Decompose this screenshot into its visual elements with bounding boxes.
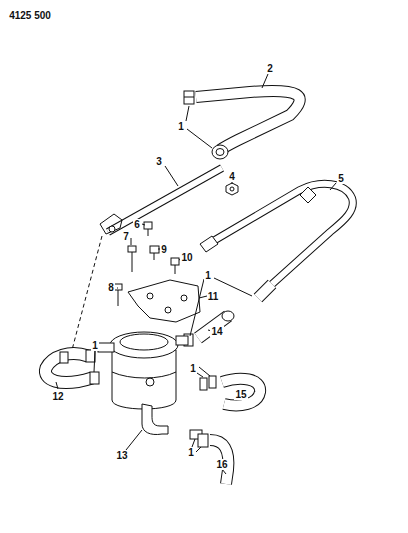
callout-number: 3 [155, 156, 163, 167]
callout-number: 1 [91, 340, 99, 351]
callout-number: 7 [122, 231, 130, 242]
callout-number: 5 [337, 173, 345, 184]
callout-number: 1 [204, 270, 212, 281]
callout-number: 1 [177, 121, 185, 132]
callout-number: 2 [266, 63, 274, 74]
callout-number: 16 [215, 459, 228, 470]
callout-number: 6 [133, 219, 141, 230]
callout-number: 15 [234, 389, 247, 400]
callout-number: 9 [160, 244, 168, 255]
callout-number: 1 [189, 363, 197, 374]
callout-number: 4 [228, 171, 236, 182]
callout-number: 1 [187, 447, 195, 458]
callout-number: 13 [115, 450, 128, 461]
callout-number: 12 [51, 391, 64, 402]
callout-number: 14 [210, 326, 223, 337]
callout-number: 8 [107, 282, 115, 293]
catalog-number: 4125 500 [8, 10, 52, 21]
callout-number: 10 [180, 252, 193, 263]
callout-number: 11 [207, 291, 220, 302]
